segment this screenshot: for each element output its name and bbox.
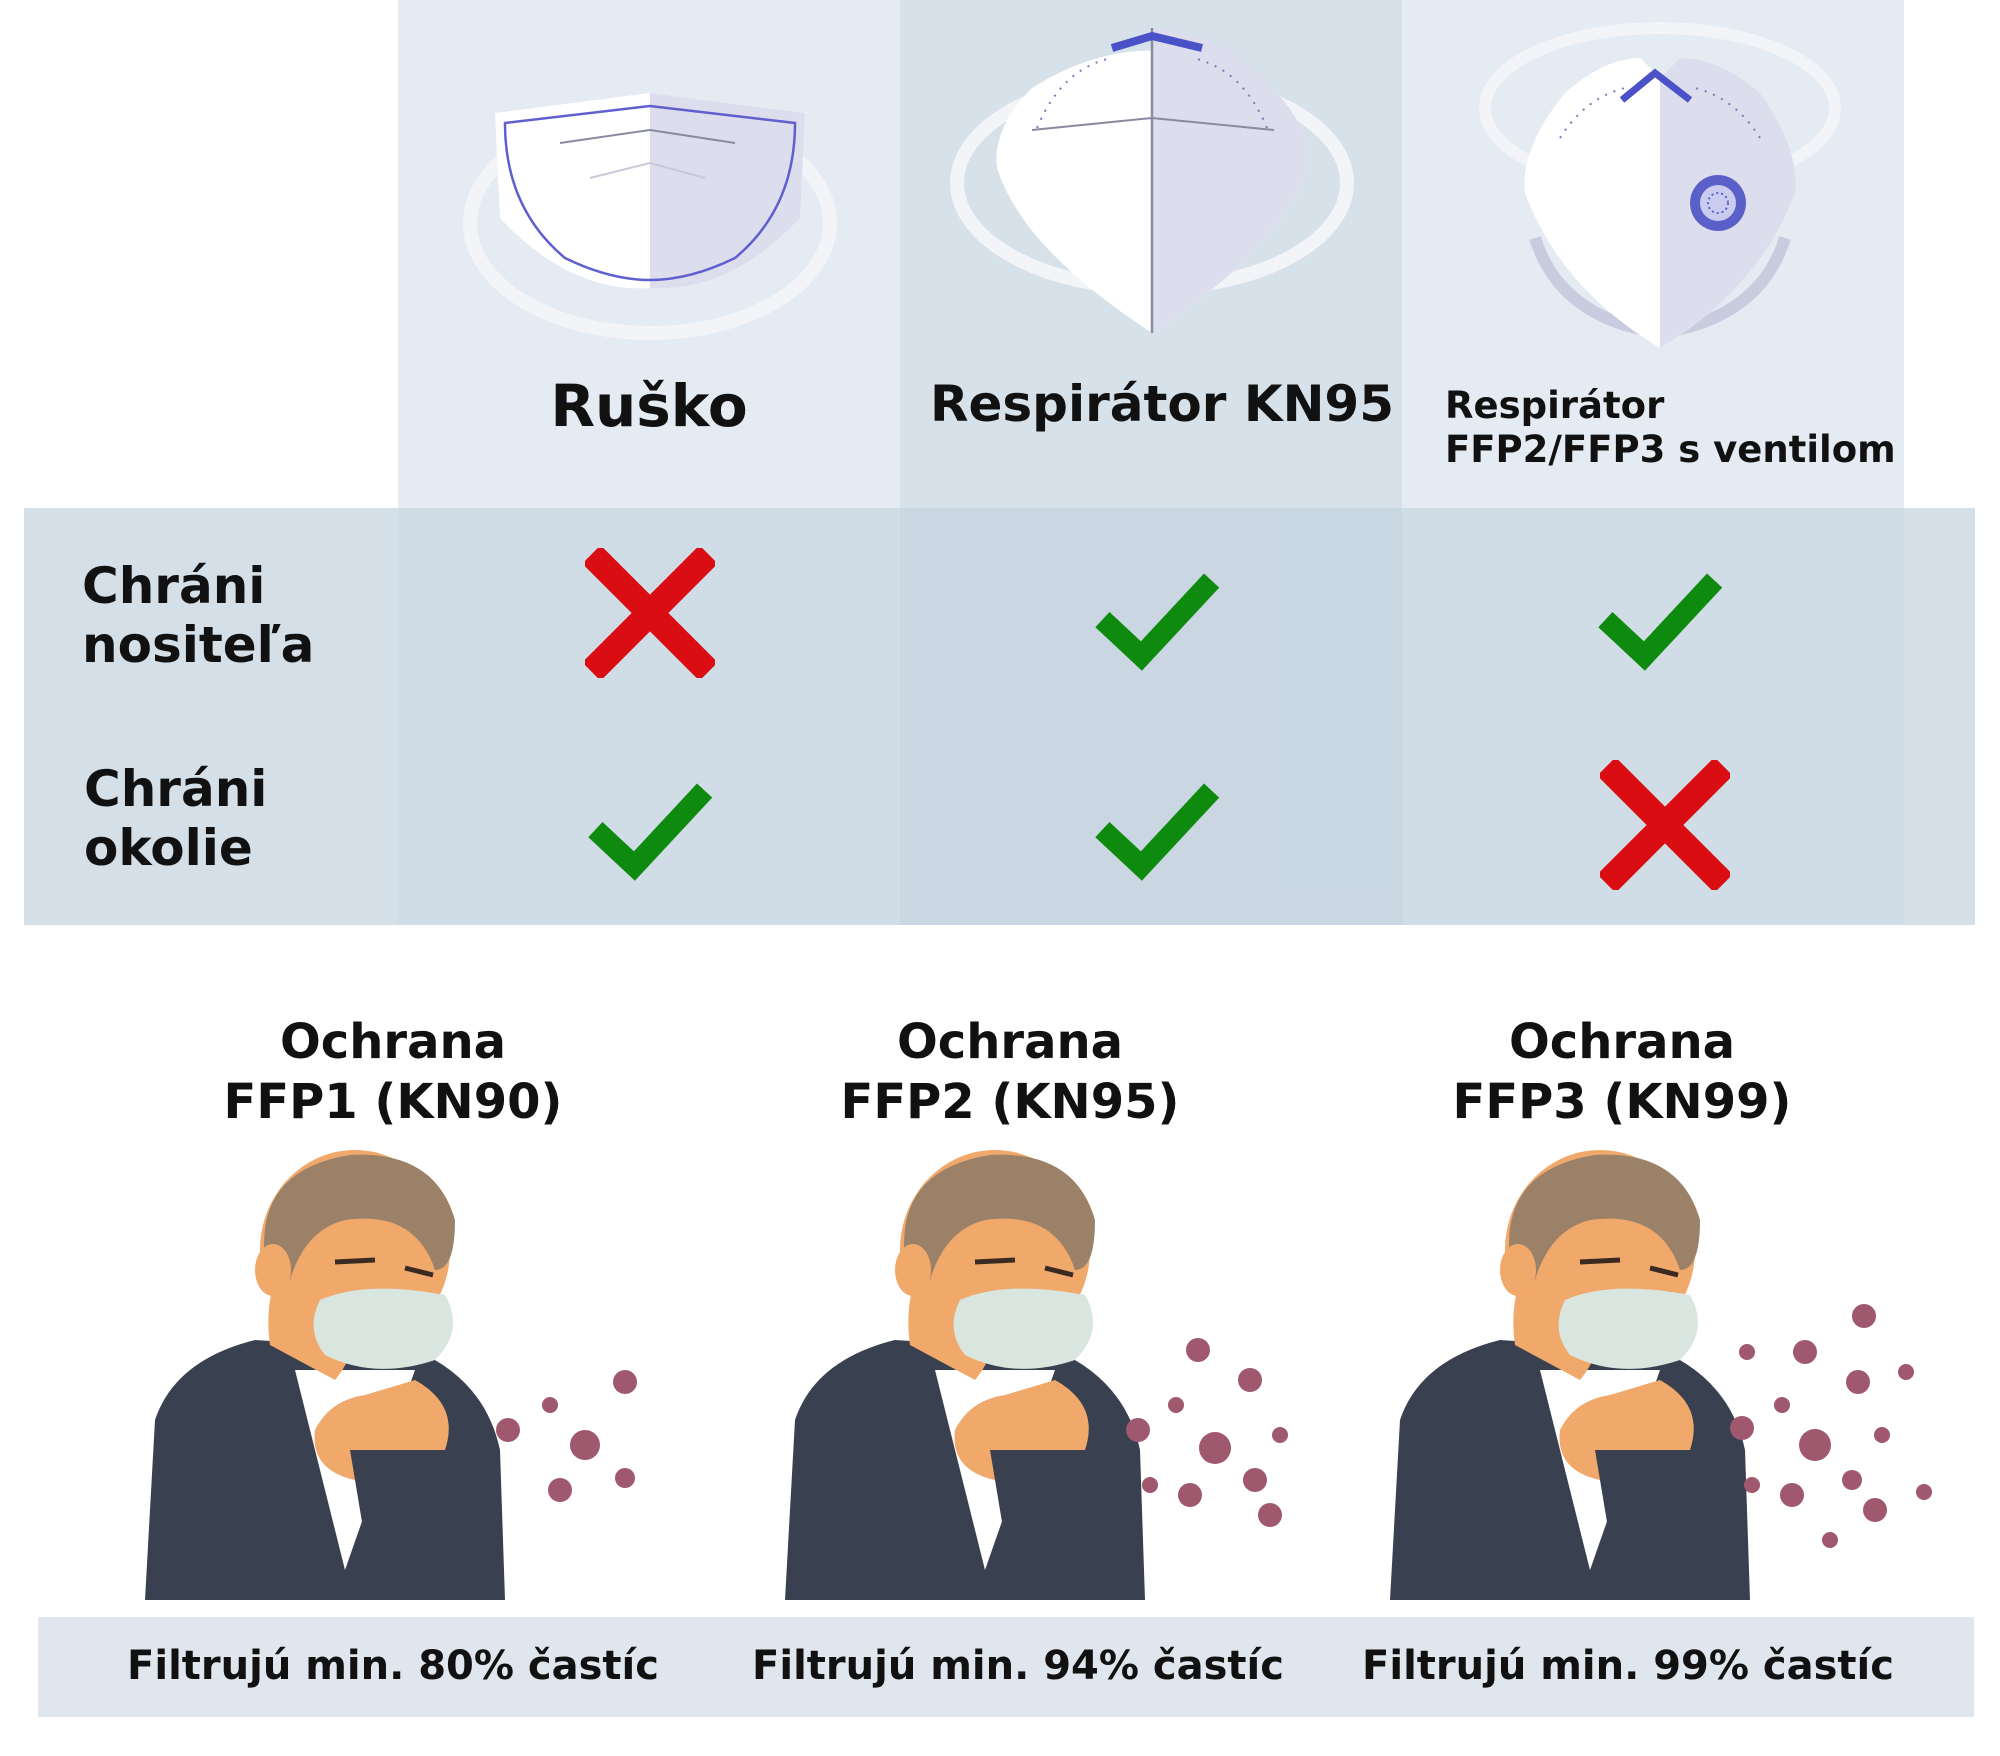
mask-name-valve-line2: FFP2/FFP3 s ventilom bbox=[1445, 428, 1896, 472]
row-label-protects-wearer: Chráni nositeľa bbox=[82, 557, 315, 674]
filtration-text-ffp2: Filtrujú min. 94% častíc bbox=[752, 1643, 1284, 1689]
check-icon bbox=[1092, 552, 1222, 682]
coughing-person-illustration bbox=[1360, 1150, 1920, 1600]
virus-particles bbox=[496, 1304, 1932, 1548]
check-icon bbox=[585, 762, 715, 892]
filtration-band bbox=[38, 1617, 1974, 1717]
coughing-person-illustration bbox=[115, 1150, 675, 1600]
protection-title-ffp1: Ochrana FFP1 (KN90) bbox=[223, 1014, 563, 1130]
valve-respirator-icon bbox=[1400, 18, 1900, 348]
mask-name-valve-line1: Respirátor bbox=[1445, 384, 1665, 427]
check-icon bbox=[1092, 762, 1222, 892]
filtration-text-ffp3: Filtrujú min. 99% častíc bbox=[1362, 1643, 1894, 1689]
column-overlay-valve bbox=[1402, 508, 1904, 925]
protection-title-ffp3: Ochrana FFP3 (KN99) bbox=[1452, 1014, 1792, 1130]
mask-name-rusko: Ruško bbox=[550, 372, 748, 440]
row-label-protects-others: Chráni okolie bbox=[84, 760, 268, 877]
surgical-mask-icon bbox=[400, 18, 900, 348]
filtration-text-ffp1: Filtrujú min. 80% častíc bbox=[127, 1643, 659, 1689]
mask-name-kn95: Respirátor KN95 bbox=[930, 375, 1394, 433]
cross-icon bbox=[1600, 760, 1730, 890]
check-icon bbox=[1595, 552, 1725, 682]
coughing-person-illustration bbox=[755, 1150, 1315, 1600]
mask-name-valve: Respirátor FFP2/FFP3 s ventilom bbox=[1445, 384, 1915, 473]
kn95-respirator-icon bbox=[902, 18, 1402, 348]
protection-title-ffp2: Ochrana FFP2 (KN95) bbox=[840, 1014, 1180, 1130]
cross-icon bbox=[585, 548, 715, 678]
